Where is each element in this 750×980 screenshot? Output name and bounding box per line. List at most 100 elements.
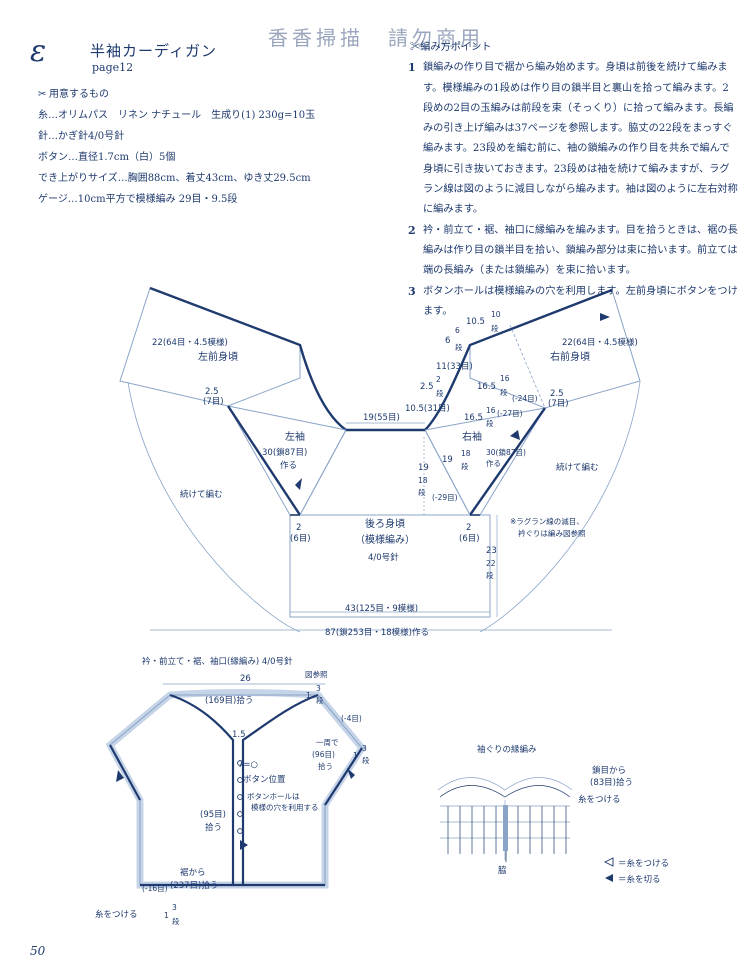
front-pickup: (95目) (200, 810, 226, 820)
materials-heading: ✂用意するもの (38, 84, 398, 105)
arrow-icon (116, 770, 124, 782)
hem-pickup: 裾から (180, 867, 206, 878)
underarm-marker (503, 805, 508, 851)
shaping-label: 19 (418, 463, 429, 473)
instruction-step: 3 ボタンホールは模様編みの穴を利用します。左前身頃にボタンをつけます。 (408, 282, 738, 323)
shaping-label: 16.5 (477, 382, 496, 392)
shaping-label: 段 (500, 387, 508, 397)
instruction-step: 1 鎖編みの作り目で裾から編み始めます。身頃は前後を続けて編みます。模様編みの1… (408, 58, 738, 220)
side-left: 2 (296, 523, 301, 533)
legend-cut: ＝糸を切る (618, 874, 661, 885)
collar-edge (241, 693, 319, 885)
collar-rows: 1 (306, 691, 311, 700)
chart-underarm: 脇 (498, 866, 507, 876)
cuff-rows: 3 (362, 744, 367, 753)
chart-pickup: (83目)拾う (590, 777, 633, 788)
arrow-icon (600, 313, 610, 321)
collar-rows: 3 (316, 684, 321, 693)
shaping-label: 2.5 (420, 382, 434, 392)
back-label-pattern: （模様編み） (355, 533, 415, 546)
step-text: 鎖編みの作り目で裾から編み始めます。身頃は前後を続けて編みます。模様編みの1段め… (423, 62, 738, 216)
arrow-icon (295, 478, 302, 490)
arrow-icon (347, 768, 355, 779)
cuff-rows: 1 (353, 751, 358, 760)
arrow-icon (240, 840, 248, 850)
side-length-rows: 22 (486, 559, 496, 568)
button-icon (237, 777, 243, 783)
cuff-pickup: 一周で (316, 738, 339, 747)
total-label: 87(鎖253目・18模様)作る (325, 627, 429, 638)
instruction-step: 2 衿・前立て・裾、袖口に縁編みを編みます。目を拾うときは、裾の長編みは作り目の… (408, 221, 738, 282)
shaping-label: 段 (461, 461, 469, 471)
buttonhole-note: ボタンホールは (247, 792, 300, 801)
continue-label: 続けて編む (556, 462, 599, 473)
edging-ref: 図参照 (305, 669, 328, 679)
left-raglan-line-back (299, 429, 347, 516)
back-label: 後ろ身頃 (365, 517, 405, 530)
cut-yarn-icon (605, 874, 613, 882)
page-number: 50 (30, 944, 46, 958)
back-body-panel (289, 514, 491, 618)
edging-width: 26 (240, 674, 251, 684)
shaping-label: 10.5 (466, 317, 485, 327)
page-title: 半袖カーディガン (90, 42, 217, 60)
needle-icon: ✂ (38, 89, 47, 100)
left-raglan-line (226, 405, 302, 516)
side-length: 23 (486, 546, 497, 556)
underarm-left-sts: (7目) (203, 397, 224, 407)
right-raglan-line-back (424, 429, 471, 516)
attach-yarn: 糸をつける (95, 909, 138, 920)
shaping-label: 18 (461, 449, 471, 458)
band-depth: 1.5 (232, 730, 246, 740)
collar-pickup: (169目)拾う (205, 695, 253, 706)
left-sleeve-label: 左袖 (285, 430, 305, 443)
instructions-section: ✂編み方ポイント 1 鎖編みの作り目で裾から編み始めます。身頃は前後を続けて編み… (408, 38, 738, 322)
hem-rows: 1 (164, 911, 169, 920)
shaping-label: 6 (455, 326, 460, 335)
button-position: ボタン位置 (243, 774, 286, 785)
step-number: 1 (408, 61, 416, 75)
hem-pickup: (237目)拾う (170, 880, 218, 891)
right-raglan-line (469, 407, 546, 516)
underarm-right: 2.5 (550, 389, 564, 399)
shaping-label: 6 (445, 336, 450, 346)
shaping-label: 段 (455, 342, 463, 352)
side-right: 2 (466, 523, 471, 533)
chart-attach: 糸をつける (578, 794, 621, 805)
shaping-label: 19 (442, 455, 453, 465)
left-sleeve-make: 作る (280, 460, 297, 471)
left-front-neck-edge (149, 286, 347, 431)
shaping-label: 段 (436, 388, 444, 398)
section-letter: ε (30, 34, 47, 69)
step-text: 衿・前立て・裾、袖口に縁編みを編みます。目を拾うときは、裾の長編みは作り目の鎖半… (423, 224, 738, 277)
right-front-label: 右前身頃 (550, 350, 590, 363)
underarm-right-sts: (7目) (548, 399, 569, 409)
shaping-label: 16 (486, 406, 496, 415)
front-pickup: 拾う (205, 822, 222, 833)
shaping-label: (-27目) (497, 409, 523, 418)
neck-side: 10.5(31目) (405, 404, 450, 414)
materials-line: 針…かぎ針4/0号針 (38, 131, 125, 142)
materials-line: 糸…オリムパス リネン ナチュール 生成り(1) 230g=10玉 (38, 110, 316, 121)
right-sleeve-label: 右袖 (462, 430, 482, 443)
side-left-sts: (6目) (290, 534, 311, 544)
hem-decrease: (-16目) (142, 884, 168, 893)
button-icon (237, 811, 243, 817)
needle-icon: ✂ (410, 42, 421, 53)
collar-edge (169, 693, 235, 885)
right-sleeve-cast: 30(鎖87目) (486, 447, 526, 457)
cuff-edge (109, 744, 141, 801)
left-front-label: 左前身頃 (198, 350, 238, 363)
shaping-label: 11(33目) (436, 362, 473, 372)
legend-attach: ＝糸をつける (618, 858, 669, 869)
button-icon (237, 828, 243, 834)
shaping-label: 16 (500, 374, 510, 383)
button-spacing: 7=○ (238, 760, 258, 770)
side-length-unit: 段 (486, 570, 494, 580)
cuff-decrease: (-4目) (341, 714, 362, 723)
neck-width: 19(55目) (363, 413, 400, 423)
buttonhole-note: 模様の穴を利用する (251, 802, 319, 812)
shaping-label: 2 (436, 375, 441, 384)
right-front-neck-edge (424, 288, 613, 431)
